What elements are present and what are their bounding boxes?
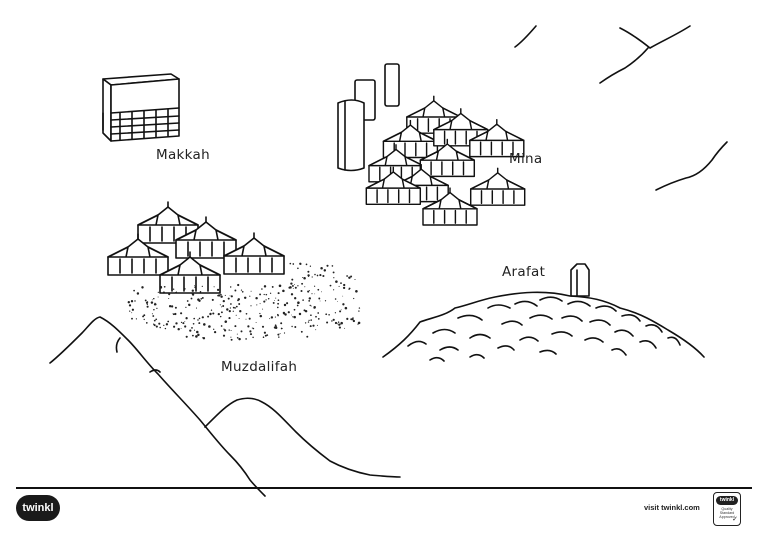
kaaba-icon	[102, 73, 180, 142]
footer-divider	[16, 487, 752, 489]
place-label-muzdalifah: Muzdalifah	[221, 359, 298, 375]
arafat-mountain	[382, 291, 705, 362]
twinkl-logo[interactable]: twinkl	[16, 495, 60, 521]
tent-icon	[107, 201, 285, 294]
place-label-makkah: Makkah	[156, 147, 210, 163]
tower-icon	[337, 63, 400, 172]
check-icon: ✓	[732, 515, 738, 523]
tent-icon	[365, 95, 526, 226]
badge-label: Quality Standard Approved	[719, 507, 735, 519]
pebble-field	[127, 262, 361, 341]
ridge-lines	[514, 25, 728, 191]
quality-badge: twinkl Quality Standard Approved ✓	[713, 492, 741, 526]
badge-logo-text: twinkl	[716, 496, 738, 505]
place-label-mina: Mina	[509, 151, 543, 167]
pillar-icon	[570, 263, 590, 297]
mountain-range	[49, 316, 401, 497]
place-label-arafat: Arafat	[502, 264, 546, 280]
footer-url-link[interactable]: visit twinkl.com	[644, 503, 700, 512]
